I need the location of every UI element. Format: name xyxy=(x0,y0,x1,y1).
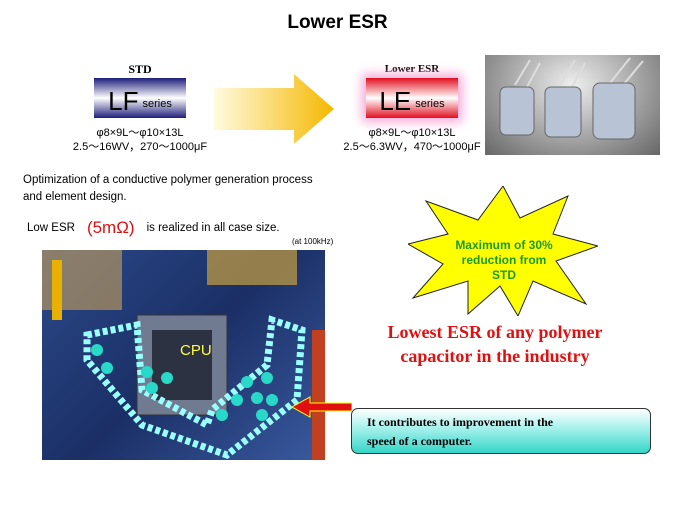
le-series-box: LE series xyxy=(366,78,458,118)
description-line2: and element design. xyxy=(23,191,127,203)
lf-label: LF xyxy=(108,86,139,116)
description-line1: Optimization of a conductive polymer gen… xyxy=(23,174,313,186)
slide-title: Lower ESR xyxy=(287,12,388,33)
new-heading: Lower ESR xyxy=(384,63,440,75)
arrow-right-icon xyxy=(214,74,334,144)
speed-callout: It contributes to improvement in the spe… xyxy=(351,408,651,454)
low-esr-prefix: Low ESR xyxy=(27,222,75,234)
lf-series-label: series xyxy=(142,98,172,110)
low-esr-suffix: is realized in all case size. xyxy=(146,222,280,234)
capacitors-photo xyxy=(485,55,660,155)
burst-line2: reduction from xyxy=(461,253,547,267)
new-specs: φ8×9L～φ10×13L 2.5～6.3WV，470～1000μF xyxy=(327,126,497,154)
lowest-line1: Lowest ESR of any polymer xyxy=(387,322,603,342)
burst-line3: STD xyxy=(492,268,516,282)
frequency-note: (at 100kHz) xyxy=(292,237,334,246)
cpu-label: CPU xyxy=(180,342,212,359)
lf-series-box: LF series xyxy=(94,78,186,118)
low-esr-line: Low ESR (5mΩ) is realized in all case si… xyxy=(27,218,280,238)
new-spec-rating: 2.5～6.3WV，470～1000μF xyxy=(343,141,481,153)
description: Optimization of a conductive polymer gen… xyxy=(23,172,313,206)
std-spec-size: φ8×9L～φ10×13L xyxy=(96,127,184,139)
le-series-label: series xyxy=(415,98,445,110)
motherboard-graphic xyxy=(42,250,325,460)
lowest-esr-headline: Lowest ESR of any polymer capacitor in t… xyxy=(340,320,650,368)
le-label: LE xyxy=(379,86,412,116)
starburst-callout xyxy=(408,186,598,316)
lowest-line2: capacitor in the industry xyxy=(400,346,590,366)
burst-line1: Maximum of 30% xyxy=(455,238,553,252)
std-spec-rating: 2.5～16WV，270～1000μF xyxy=(72,141,208,153)
std-heading: STD xyxy=(128,62,152,76)
new-spec-size: φ8×9L～φ10×13L xyxy=(368,127,456,139)
motherboard-photo: CPU xyxy=(42,250,352,460)
callout-line1: It contributes to improvement in the xyxy=(367,415,554,429)
burst-text: Maximum of 30% reduction from STD xyxy=(430,238,578,283)
std-specs: φ8×9L～φ10×13L 2.5～16WV，270～1000μF xyxy=(55,126,225,154)
callout-line2: speed of a computer. xyxy=(367,434,472,448)
red-arrow-icon xyxy=(292,396,352,418)
low-esr-value: (5mΩ) xyxy=(86,218,135,237)
